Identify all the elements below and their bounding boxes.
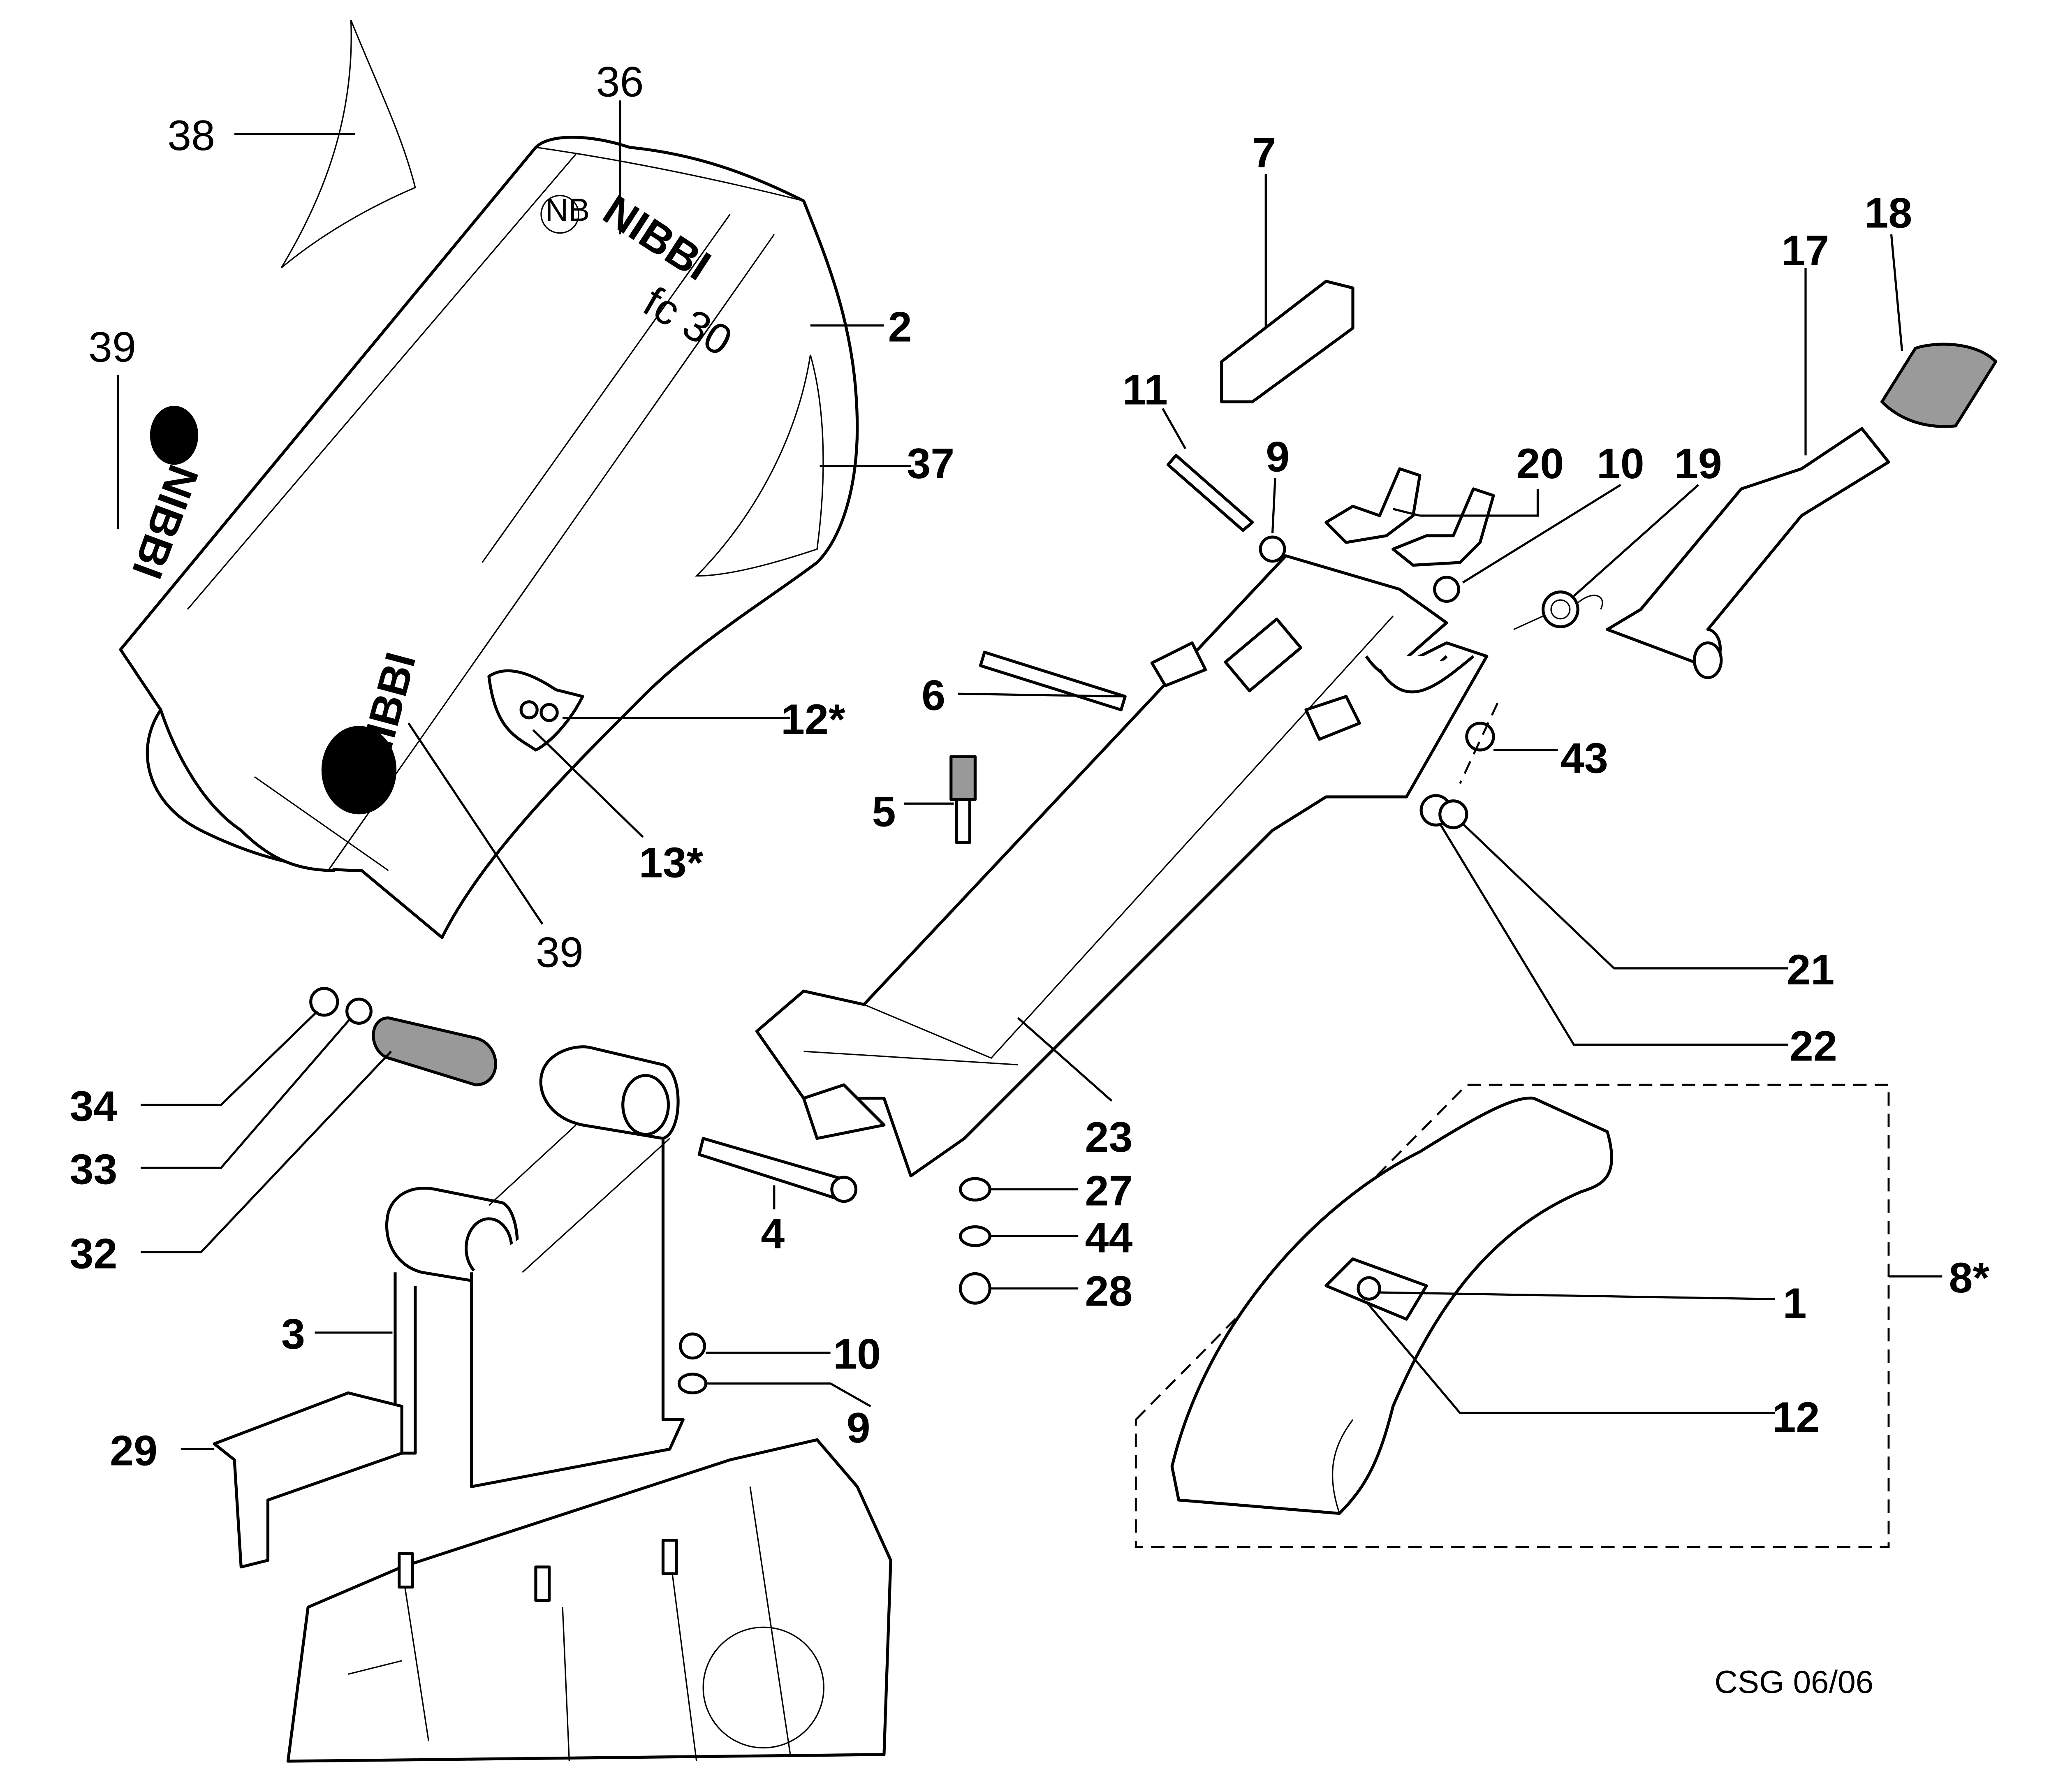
label-32: 32 [69, 1230, 117, 1278]
washer-44 [959, 1225, 991, 1247]
nut-10b [679, 1332, 706, 1360]
bolt-1 [1357, 1276, 1381, 1301]
decal-39-dot-left [150, 405, 199, 465]
clamp-20b [1392, 487, 1495, 567]
washer-9b [677, 1373, 708, 1394]
monogram-logo [540, 194, 579, 234]
label-2: 2 [888, 303, 912, 351]
decal-37 [695, 354, 824, 577]
label-1: 1 [1783, 1280, 1807, 1327]
label-6: 6 [921, 671, 945, 719]
label-29: 29 [110, 1427, 157, 1475]
clamp-20a [1324, 467, 1422, 544]
label-39-left: 39 [88, 323, 136, 371]
nut-28 [959, 1272, 991, 1305]
label-39-bottom: 39 [536, 929, 583, 977]
mudguard-outline-8 [1135, 1084, 1890, 1548]
stud-5 [949, 755, 977, 801]
washer-9 [1259, 535, 1286, 563]
label-7: 7 [1253, 129, 1276, 177]
gearbox-housing [286, 1438, 892, 1763]
label-11: 11 [1123, 366, 1168, 414]
hood-cover-2: NB NIBBI fc 30 NIBBI [119, 136, 859, 939]
nut-34 [309, 987, 339, 1017]
label-10-bottom: 10 [833, 1331, 881, 1378]
label-13-star: 13* [639, 839, 704, 887]
label-3: 3 [281, 1310, 305, 1358]
part-labels: 38 36 39 2 37 12* 13* 39 11 9 7 20 10 19… [69, 58, 1989, 1700]
monogram-text: NB [545, 192, 590, 228]
nut-43 [1465, 722, 1495, 752]
bolt-4 [697, 1137, 843, 1200]
decal-38 [280, 20, 416, 269]
label-36: 36 [596, 58, 644, 106]
label-10-top: 10 [1597, 440, 1644, 488]
label-20: 20 [1516, 440, 1564, 488]
label-21: 21 [1787, 946, 1834, 994]
bolt-11 [1166, 454, 1254, 532]
label-23: 23 [1085, 1114, 1133, 1161]
handlebar-frame-23 [755, 554, 1489, 1178]
decal-39-dot [321, 726, 397, 815]
label-18: 18 [1864, 190, 1912, 237]
label-37: 37 [907, 440, 954, 488]
label-43: 43 [1561, 734, 1608, 782]
bracket-3 [385, 1045, 685, 1488]
nut-10 [1433, 576, 1460, 603]
label-17: 17 [1781, 227, 1829, 275]
label-5: 5 [872, 788, 896, 836]
label-19: 19 [1674, 440, 1722, 488]
washer-27 [959, 1177, 991, 1202]
leader-lines [117, 100, 1943, 1450]
washer-33 [345, 998, 373, 1025]
spring-19 [1513, 590, 1603, 630]
label-8-star: 8* [1949, 1254, 1990, 1302]
label-12: 12 [1772, 1394, 1820, 1441]
label-28: 28 [1085, 1268, 1133, 1315]
drawing-code: CSG 06/06 [1714, 1664, 1873, 1700]
label-12-star: 12* [781, 696, 845, 743]
label-4: 4 [761, 1210, 785, 1258]
label-22: 22 [1790, 1023, 1837, 1070]
bushing-32 [372, 1016, 497, 1086]
label-9-bottom: 9 [847, 1404, 871, 1452]
label-33: 33 [69, 1146, 117, 1193]
label-44: 44 [1085, 1214, 1133, 1262]
grip-18 [1880, 343, 1998, 428]
label-27: 27 [1085, 1167, 1133, 1215]
label-34: 34 [69, 1083, 117, 1130]
block-7 [1220, 280, 1354, 403]
label-9-top: 9 [1266, 433, 1290, 481]
nut-21 [1438, 799, 1468, 829]
label-38: 38 [167, 112, 215, 160]
plate-29 [213, 1391, 403, 1569]
bolt-6 [979, 651, 1127, 711]
lever-17 [1606, 427, 1890, 679]
